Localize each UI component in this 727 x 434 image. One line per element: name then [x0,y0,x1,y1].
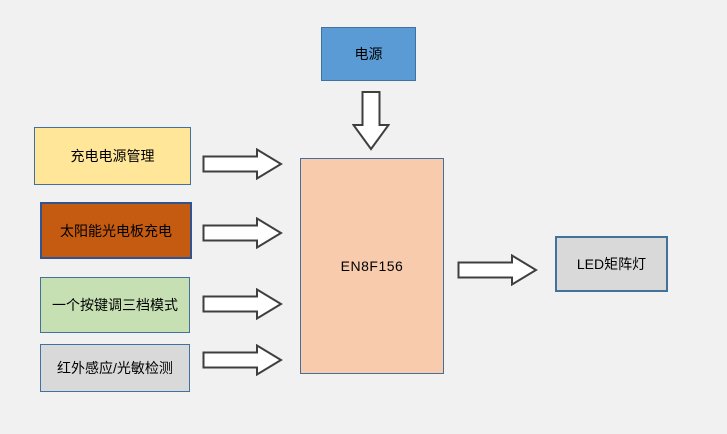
arrow-solar-panel-to-mcu [202,217,283,249]
input-block-charge-management-label: 充电电源管理 [70,148,155,164]
arrow-button-modes-to-mcu-shape [202,288,283,320]
arrow-charge-management-to-mcu-shape [202,148,283,180]
output-block-led-matrix: LED矩阵灯 [555,236,668,292]
input-block-solar-panel-charging-label: 太阳能光电板充电 [60,222,172,239]
arrow-charge-management-to-mcu [202,148,283,180]
arrow-mcu-to-led-matrix [457,254,538,286]
input-block-ir-light-detection: 红外感应/光敏检测 [40,344,190,392]
arrow-ir-detection-to-mcu-shape [202,344,283,376]
arrow-solar-panel-to-mcu-shape [202,217,283,249]
mcu-block-label: EN8F156 [340,258,404,274]
input-block-ir-light-detection-label: 红外感应/光敏检测 [57,360,173,376]
input-block-solar-panel-charging: 太阳能光电板充电 [40,202,192,259]
input-block-button-three-modes: 一个按键调三档模式 [40,277,190,333]
input-block-button-three-modes-label: 一个按键调三档模式 [52,297,178,313]
arrow-power-to-mcu [352,91,390,151]
mcu-block: EN8F156 [300,158,444,374]
arrow-button-modes-to-mcu [202,288,283,320]
arrow-power-to-mcu-shape [352,91,390,151]
power-block-label: 电源 [354,46,383,62]
power-block: 电源 [321,27,416,81]
input-block-charge-management: 充电电源管理 [34,127,191,185]
arrow-mcu-to-led-matrix-shape [457,254,538,286]
output-block-led-matrix-label: LED矩阵灯 [576,256,647,272]
arrow-ir-detection-to-mcu [202,344,283,376]
